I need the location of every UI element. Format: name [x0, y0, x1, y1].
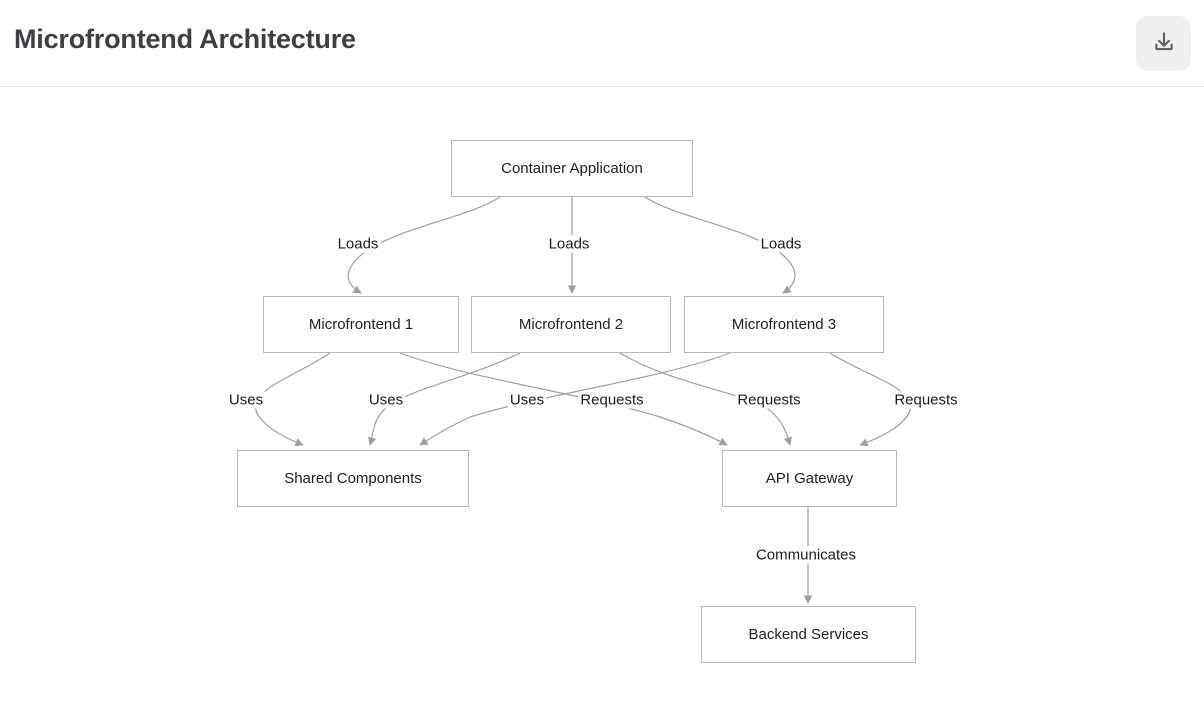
edge-label-container-mfe1: Loads	[335, 235, 381, 253]
node-gateway[interactable]: API Gateway	[722, 450, 897, 507]
node-mfe3[interactable]: Microfrontend 3	[684, 296, 884, 353]
download-icon	[1151, 29, 1177, 58]
node-backend[interactable]: Backend Services	[701, 606, 916, 663]
edge-label-mfe3-shared: Uses	[507, 391, 547, 409]
page-title: Microfrontend Architecture	[14, 24, 356, 54]
node-container[interactable]: Container Application	[451, 140, 693, 197]
node-mfe1[interactable]: Microfrontend 1	[263, 296, 459, 353]
edge-path	[399, 352, 728, 446]
edge-path	[419, 352, 731, 446]
edge-label-mfe1-gateway: Requests	[578, 391, 646, 409]
app-header: Microfrontend Architecture	[0, 0, 1204, 87]
node-label: Container Application	[501, 160, 643, 177]
node-mfe2[interactable]: Microfrontend 2	[471, 296, 671, 353]
edge-label-mfe1-shared: Uses	[226, 391, 266, 409]
node-label: Backend Services	[748, 626, 869, 643]
edge-label-container-mfe2: Loads	[546, 235, 592, 253]
node-label: Microfrontend 1	[308, 316, 414, 333]
node-label: Microfrontend 2	[518, 316, 624, 333]
node-shared[interactable]: Shared Components	[237, 450, 469, 507]
edge-label-mfe2-shared: Uses	[366, 391, 406, 409]
download-button[interactable]	[1136, 16, 1191, 71]
edge-label-gateway-backend: Communicates	[753, 546, 859, 564]
edge-label-container-mfe3: Loads	[758, 235, 804, 253]
edge-path	[255, 352, 331, 447]
edge-label-mfe3-gateway: Requests	[892, 391, 960, 409]
node-label: API Gateway	[765, 470, 854, 487]
node-label: Shared Components	[284, 470, 422, 487]
node-label: Microfrontend 3	[731, 316, 837, 333]
edge-label-mfe2-gateway: Requests	[735, 391, 803, 409]
